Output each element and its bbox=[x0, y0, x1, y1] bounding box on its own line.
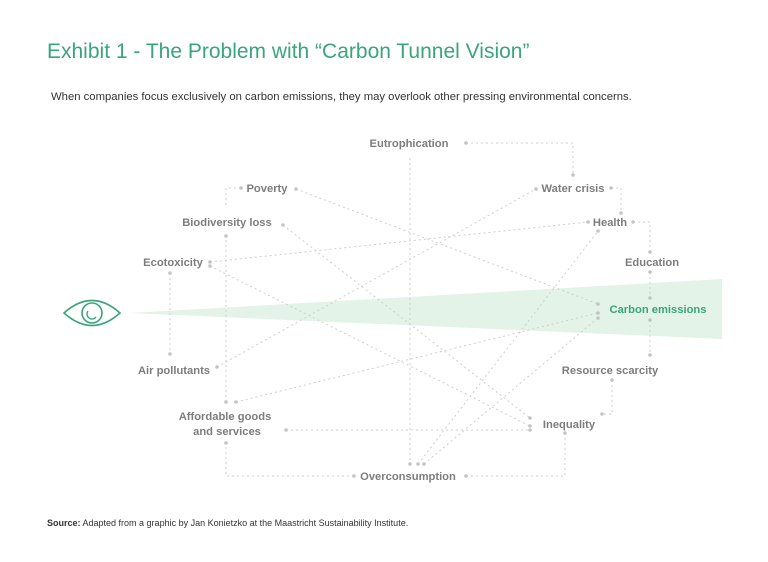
node-overconsumption: Overconsumption bbox=[360, 471, 456, 483]
node-biodiversity-loss: Biodiversity loss bbox=[182, 217, 272, 229]
tunnel-vision-diagram: Eutrophication Poverty Water crisis Biod… bbox=[62, 138, 722, 483]
node-inequality: Inequality bbox=[543, 419, 596, 431]
node-affordable-goods-line2: and services bbox=[193, 426, 261, 438]
node-carbon-emissions: Carbon emissions bbox=[610, 304, 707, 316]
node-water-crisis: Water crisis bbox=[541, 183, 604, 195]
node-education: Education bbox=[625, 257, 679, 269]
node-health: Health bbox=[593, 217, 627, 229]
node-poverty: Poverty bbox=[246, 183, 288, 195]
source-label: Source: bbox=[47, 518, 81, 528]
frame-connectors bbox=[169, 142, 651, 477]
page-subtitle: When companies focus exclusively on carb… bbox=[51, 91, 632, 103]
tunnel-beam bbox=[130, 279, 722, 339]
cross-connectors bbox=[209, 188, 599, 465]
node-eutrophication: Eutrophication bbox=[370, 138, 449, 150]
source-note: Source: Adapted from a graphic by Jan Ko… bbox=[47, 518, 408, 528]
eye-icon bbox=[62, 299, 122, 327]
source-text: Adapted from a graphic by Jan Konietzko … bbox=[80, 518, 409, 528]
page-title: Exhibit 1 - The Problem with “Carbon Tun… bbox=[47, 40, 530, 63]
node-resource-scarcity: Resource scarcity bbox=[562, 365, 659, 377]
node-air-pollutants: Air pollutants bbox=[138, 365, 210, 377]
node-ecotoxicity: Ecotoxicity bbox=[143, 257, 203, 269]
node-affordable-goods-line1: Affordable goods bbox=[179, 411, 272, 423]
connection-dots bbox=[168, 141, 652, 478]
